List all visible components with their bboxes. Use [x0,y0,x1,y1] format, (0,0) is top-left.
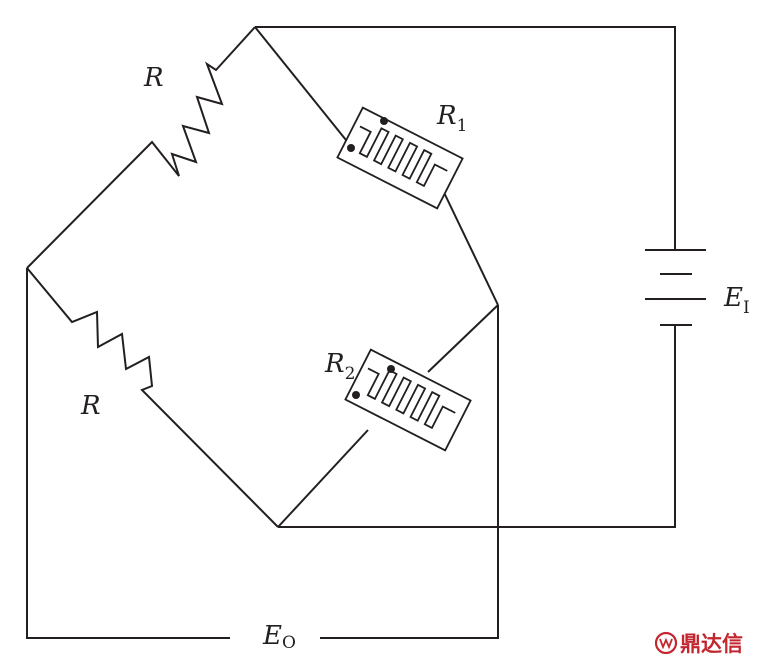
gauge-r2-terminal-2 [387,365,395,373]
bottom-supply-wire [278,325,676,528]
label-r2: R2 [324,349,355,384]
label-r1-main: R [436,101,457,131]
gauge-r1-grid [358,125,448,188]
battery-symbol [645,249,706,326]
label-ei: EI [723,283,750,318]
label-r1: R1 [436,101,467,136]
label-r2-sub: 2 [345,364,356,384]
strain-gauge-r2 [344,348,472,452]
wire-r2-to-bottom-node [277,429,369,528]
watermark-text: 鼎达信 [680,632,743,656]
wire-right-node-to-r2 [427,304,499,373]
gauge-r1-terminal-1 [347,144,355,152]
resistor-left [26,267,279,528]
watermark-logo: 鼎达信 [654,631,743,656]
watermark-logo-icon [654,631,678,655]
wire-top-node-to-r1 [254,26,351,146]
label-ei-main: E [723,283,743,313]
gauge-r2-terminal-1 [352,391,360,399]
label-r1-sub: 1 [457,116,468,136]
label-ei-sub: I [743,298,750,318]
gauge-r2-backing [344,348,472,452]
gauge-r1-terminal-2 [380,117,388,125]
label-r2-main: R [324,349,345,379]
wires [26,26,676,639]
label-eo-sub: O [282,633,296,653]
output-lead-right [320,305,499,639]
wire-r1-to-right-node [437,179,499,306]
label-eo-main: E [262,621,282,651]
strain-gauge-r1 [336,106,464,210]
output-lead-left [26,268,230,639]
label-r-top: R [143,63,164,93]
label-r-left: R [80,391,101,421]
resistor-top [26,26,256,269]
gauge-r2-grid [366,367,456,430]
watermark-logo-icon-mark [659,637,673,650]
gauge-r1-backing [336,106,464,210]
label-eo: EO [262,621,296,653]
top-supply-wire [255,26,676,250]
